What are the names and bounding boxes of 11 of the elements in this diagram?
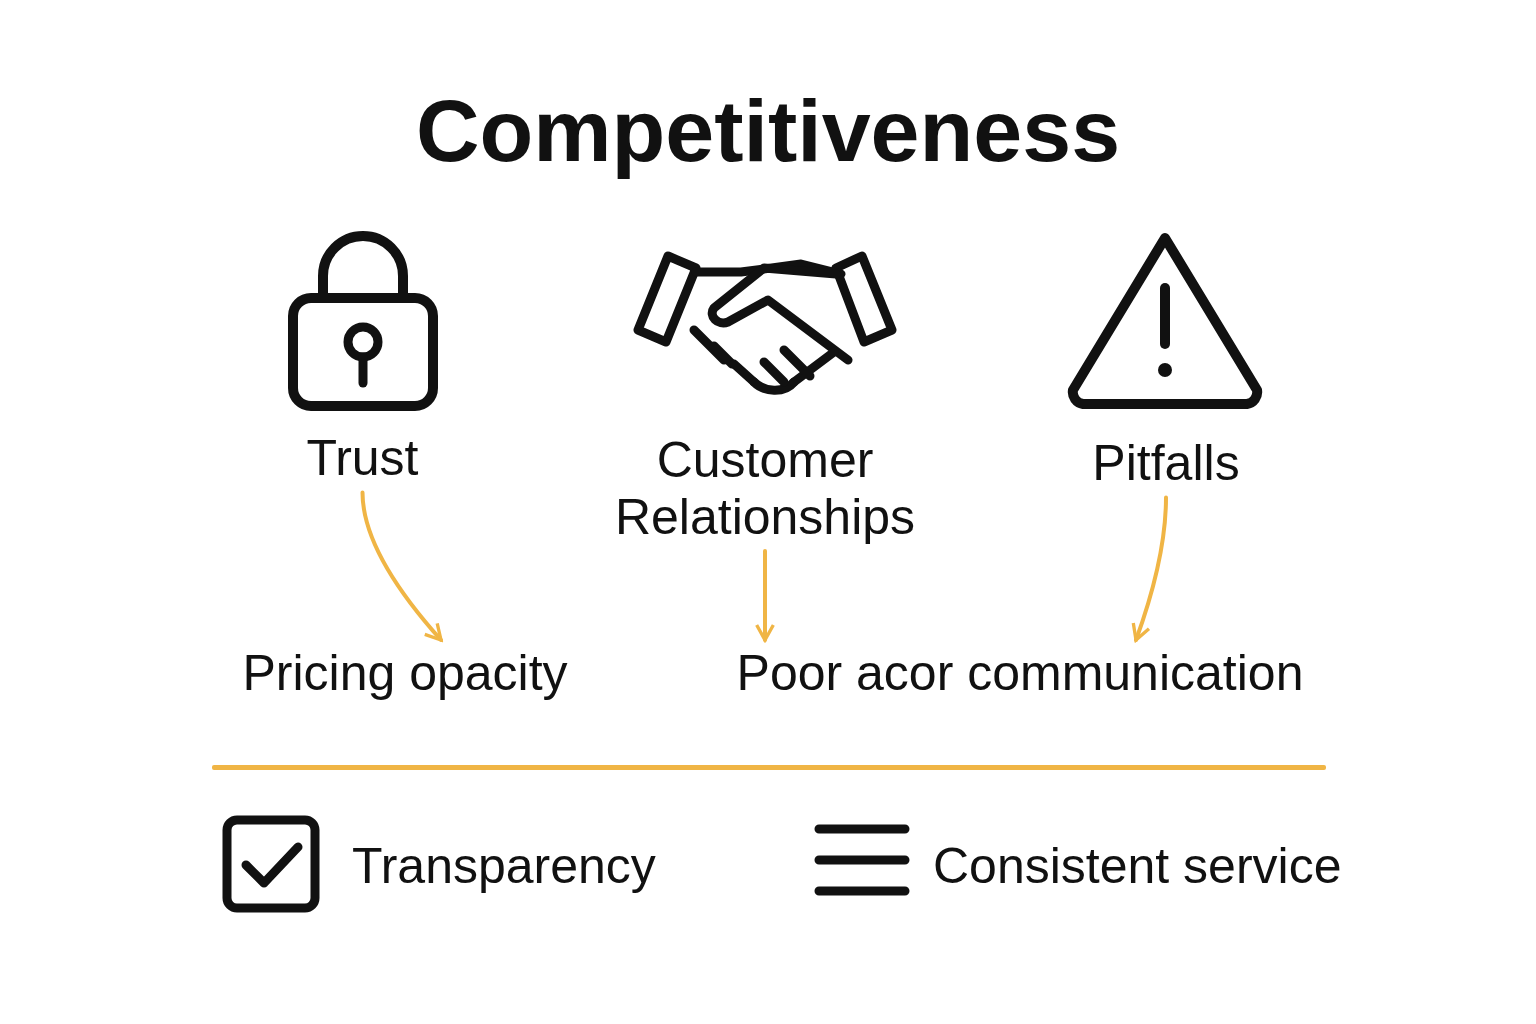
arrow — [360, 490, 443, 642]
arrow — [755, 549, 775, 642]
text-label: Consistent service — [933, 838, 1342, 895]
node-label: Pitfalls — [1092, 435, 1240, 492]
node-label: Poor acor communication — [736, 645, 1304, 702]
node-label: Trust — [306, 430, 419, 487]
arrow — [1131, 495, 1168, 642]
node-label: Customer Relationships — [613, 432, 917, 545]
node-label: Pricing opacity — [242, 645, 568, 702]
text-label: Transparency — [352, 838, 656, 895]
title: Competitiveness — [414, 80, 1122, 182]
